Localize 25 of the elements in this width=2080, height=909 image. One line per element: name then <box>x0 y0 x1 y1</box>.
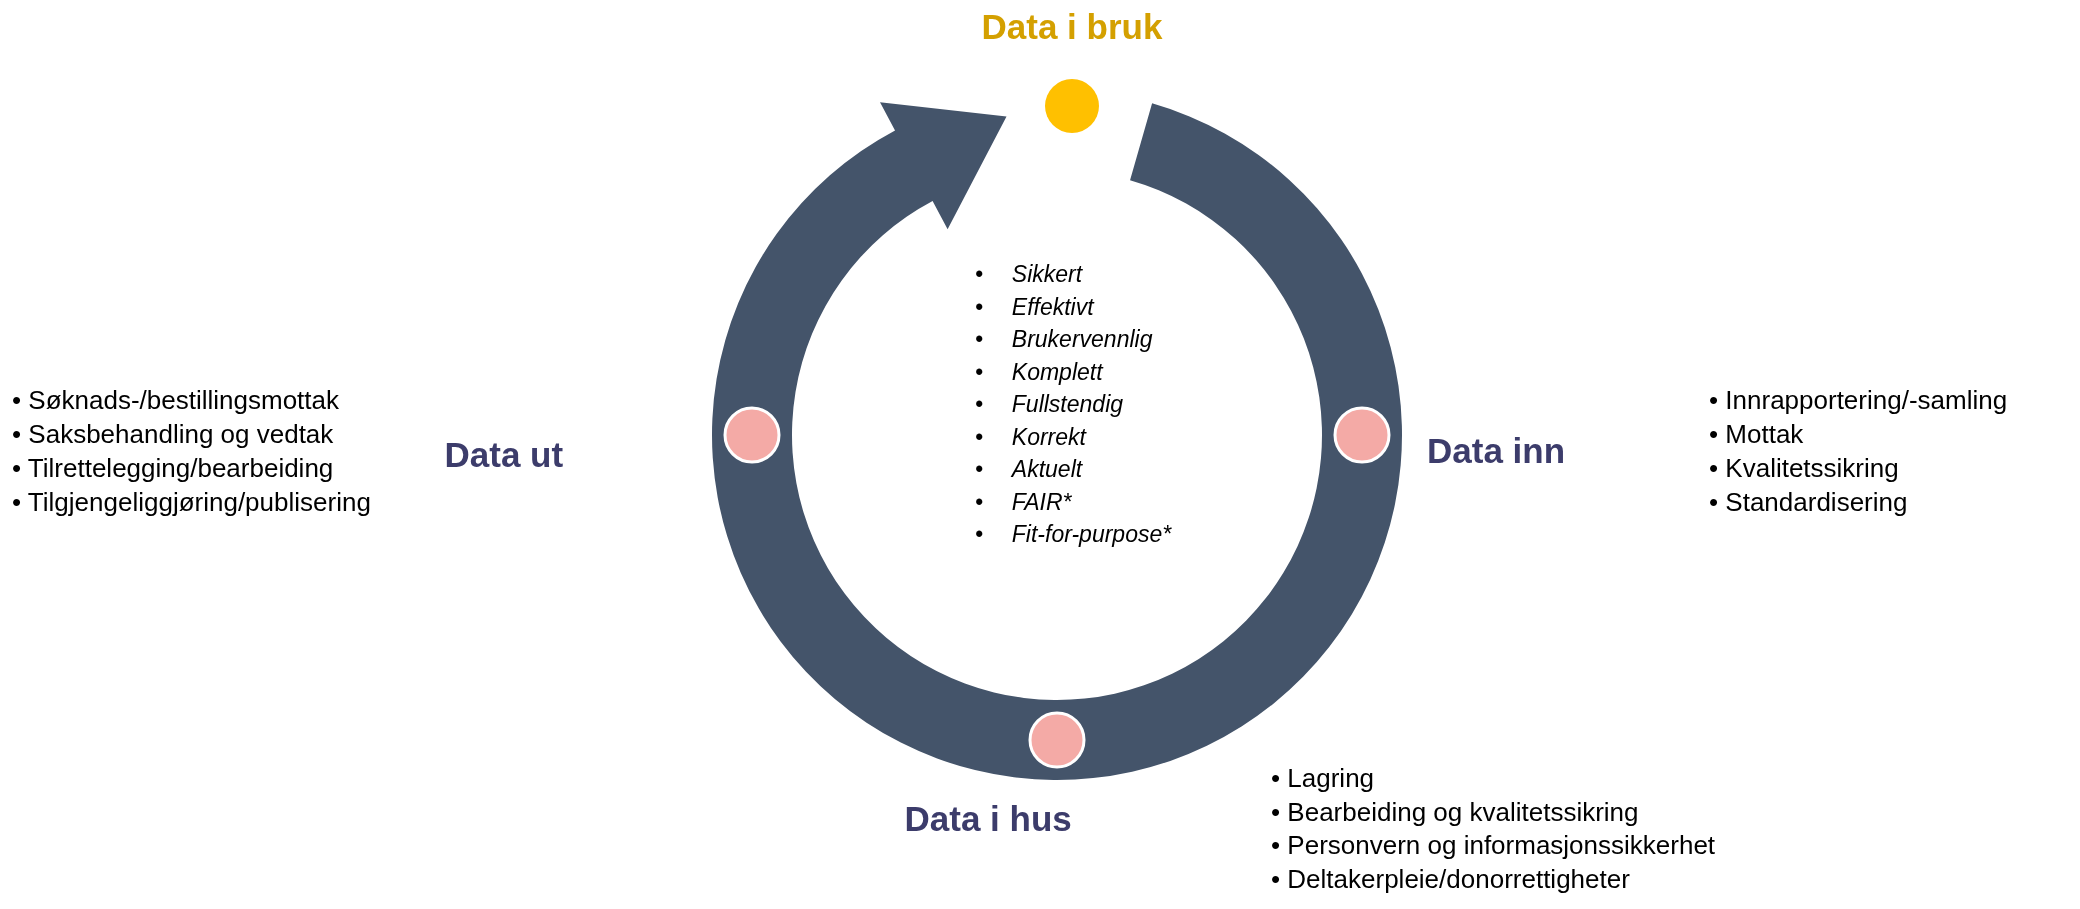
task-item: • Tilrettelegging/bearbeiding <box>12 452 335 485</box>
stage-heading: Data inn <box>1427 432 1566 471</box>
task-item: • Personvern og informasjonssikkerhet <box>1271 829 1716 862</box>
task-item: • Lagring <box>1271 762 1376 795</box>
quality-item: • Korrekt <box>975 422 1088 452</box>
task-item: • Innrapportering/-samling <box>1709 384 2008 417</box>
stage-heading: Data ut <box>444 436 564 475</box>
task-item: • Bearbeiding og kvalitetssikring <box>1271 795 1640 829</box>
quality-item: • Aktuelt <box>975 455 1084 484</box>
task-item: • Mottak <box>1709 418 1805 451</box>
quality-item: • Sikkert <box>975 260 1084 289</box>
stage-heading: Data i hus <box>904 800 1072 839</box>
quality-item: • Brukervennlig <box>975 325 1154 354</box>
quality-item: • FAIR* <box>975 487 1073 517</box>
quality-item: • Komplett <box>975 357 1105 387</box>
task-item: • Søknads-/bestillingsmottak <box>12 384 340 417</box>
task-item: • Deltakerpleie/donorrettigheter <box>1271 862 1631 896</box>
task-item: • Saksbehandling og vedtak <box>12 418 335 451</box>
quality-item: • Effektivt <box>975 292 1096 322</box>
stage-heading: Data i bruk <box>981 8 1163 47</box>
task-item: • Kvalitetssikring <box>1709 452 1900 485</box>
task-item: • Tilgjengeliggjøring/publisering <box>12 486 371 519</box>
task-item: • Standardisering <box>1709 486 1909 519</box>
quality-item: • Fit-for-purpose* <box>975 520 1172 549</box>
quality-item: • Fullstendig <box>975 390 1125 419</box>
